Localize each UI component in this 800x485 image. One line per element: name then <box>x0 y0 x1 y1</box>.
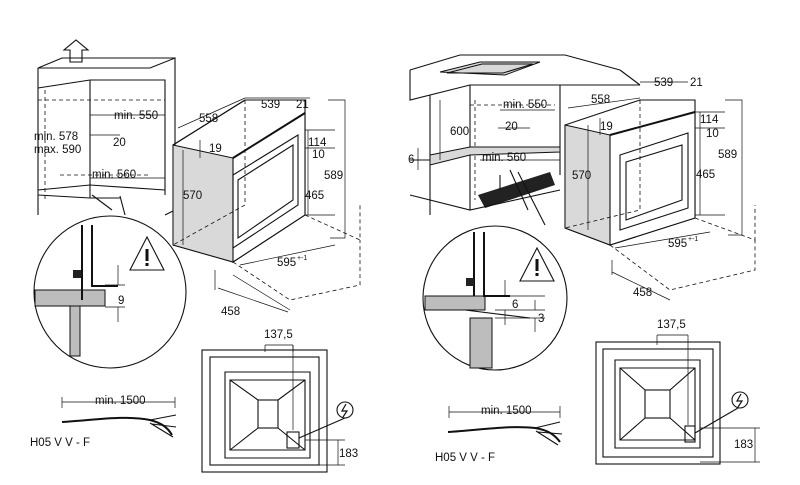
oven-height-label-r: 570 <box>572 170 591 182</box>
detail-gap-label: 9 <box>118 295 124 307</box>
panel-10-label-r: 10 <box>706 128 719 140</box>
rear-view-left: 137,5 183 <box>201 329 358 473</box>
panel-114-label-r: 114 <box>700 114 719 126</box>
niche-gap-label-r: 20 <box>505 121 518 133</box>
oven-width-bottom-label: 595 <box>277 257 296 269</box>
up-arrow-icon <box>62 39 90 63</box>
cable-left: min. 1500 H05 V V - F <box>30 395 177 449</box>
cable-type-label-r: H05 V V - F <box>435 452 495 464</box>
oven-width-tolerance-label-r: +-1 <box>688 236 698 243</box>
electric-plug-icon <box>735 393 744 408</box>
warning-icon <box>129 235 165 271</box>
oven-width-top-label-r: 539 <box>654 77 673 89</box>
warning-icon <box>519 246 555 282</box>
cable-type-label: H05 V V - F <box>30 437 90 449</box>
niche-depth-bottom-label-r: min. 560 <box>482 152 526 164</box>
panel-465-label: 465 <box>305 190 324 202</box>
oven-dimensions-left: 558 539 21 19 570 114 10 465 589 595 +-1… <box>177 97 361 318</box>
niche-depth-bottom-label: min. 560 <box>92 169 136 181</box>
oven-top-gap-label-r: 19 <box>600 121 613 133</box>
detail-gap-bottom-label: 3 <box>538 313 544 325</box>
oven-width-top-label: 539 <box>261 99 280 111</box>
oven-height-label: 570 <box>183 190 202 202</box>
niche-gap-label: 20 <box>113 137 126 149</box>
niche-height-label-1: min. 578 <box>34 131 78 143</box>
countertop <box>409 54 641 101</box>
rear-offset-label: 137,5 <box>264 329 293 341</box>
detail-leader-line-r <box>509 169 529 211</box>
oven-depth-label-r: 558 <box>591 94 610 106</box>
panel-10-label: 10 <box>312 149 325 161</box>
niche-dimensions-right: 600 min. 550 20 min. 560 6 <box>408 99 560 170</box>
niche-height-label-2: max. 590 <box>34 144 81 156</box>
oven-dimensions-right: 558 539 21 19 570 114 10 465 589 595 +-1… <box>567 77 756 301</box>
oven-front-offset-label-r: 21 <box>690 77 703 89</box>
detail-circle-left: 9 <box>33 215 187 369</box>
left-installation-diagram: min. 550 20 min. 560 min. 578 max. 590 5… <box>30 39 361 473</box>
oven-right <box>564 99 696 246</box>
oven-front-offset-label: 21 <box>296 99 309 111</box>
detail-leader-line-r2 <box>517 171 546 226</box>
panel-114-label: 114 <box>308 137 327 149</box>
detail-leader-line-2 <box>119 195 126 216</box>
oven-total-height-label: 589 <box>324 170 343 182</box>
rear-height-label-r: 183 <box>734 439 753 451</box>
detail-circle-right: 6 3 <box>422 225 568 371</box>
detail-leader-line <box>91 194 113 211</box>
cable-right: min. 1500 H05 V V - F <box>435 405 563 464</box>
oven-depth-bottom-label-r: 458 <box>633 287 652 299</box>
electric-plug-icon <box>340 403 349 418</box>
right-installation-diagram: 600 min. 550 20 min. 560 6 558 <box>408 54 760 465</box>
detail-gap-top-label: 6 <box>512 299 518 311</box>
rear-height-label: 183 <box>339 448 358 460</box>
cable-length-label-r: min. 1500 <box>481 405 532 417</box>
niche-depth-top-label-r: min. 550 <box>503 99 547 111</box>
oven-depth-label: 558 <box>199 113 218 125</box>
oven-width-tolerance-label: +-1 <box>297 255 307 262</box>
rear-offset-label-r: 137,5 <box>657 319 686 331</box>
oven-width-bottom-label-r: 595 <box>668 238 687 250</box>
cabinet-height-label: 600 <box>450 126 469 138</box>
oven-left <box>172 99 306 264</box>
oven-depth-bottom-label: 458 <box>221 306 240 318</box>
rear-view-right: 137,5 183 <box>595 319 760 465</box>
panel-465-label-r: 465 <box>696 169 715 181</box>
oven-total-height-label-r: 589 <box>718 149 737 161</box>
cable-length-label: min. 1500 <box>95 395 146 407</box>
niche-depth-top-label: min. 550 <box>114 110 158 122</box>
oven-top-gap-label: 19 <box>209 143 222 155</box>
niche-dimensions: min. 550 20 min. 560 min. 578 max. 590 <box>34 110 165 181</box>
side-gap-label-r: 6 <box>408 154 414 166</box>
